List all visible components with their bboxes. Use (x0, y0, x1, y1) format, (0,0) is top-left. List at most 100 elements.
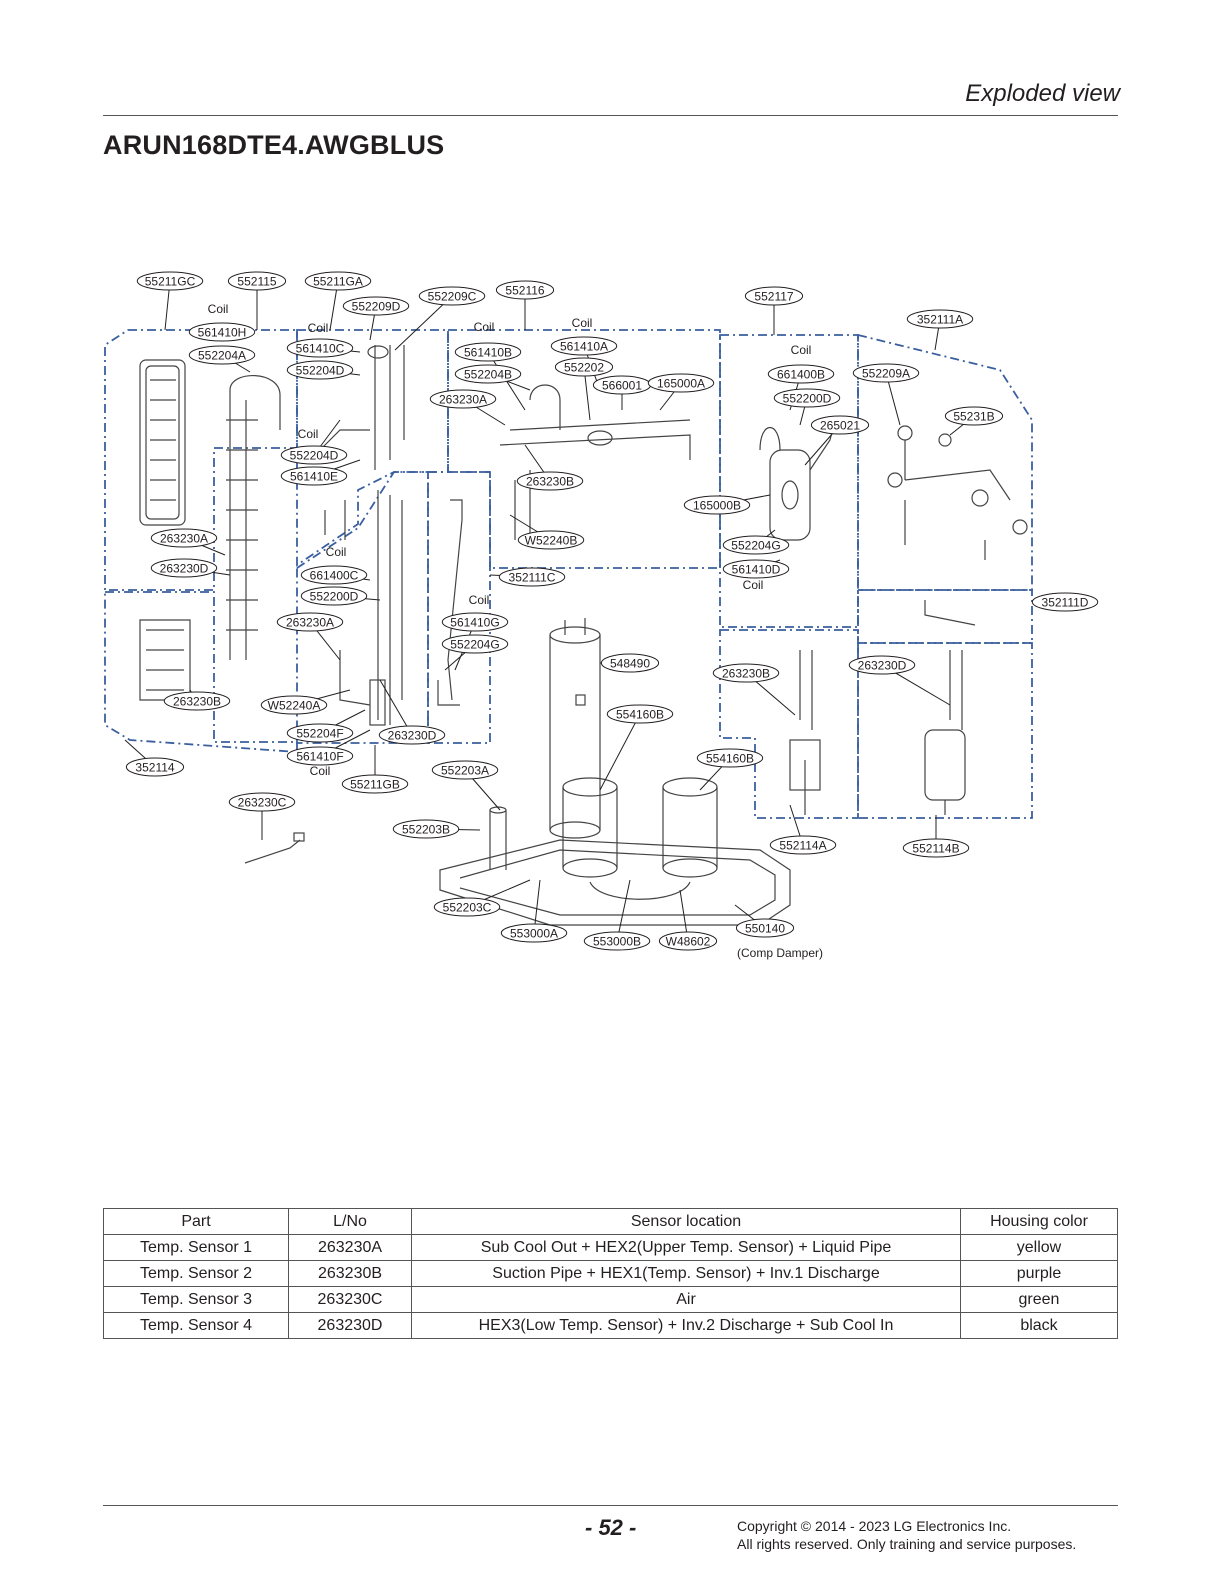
cell-part: Temp. Sensor 1 (103, 1234, 289, 1261)
callout-bubble (304, 271, 372, 291)
part-number-label: 552202 (564, 361, 604, 375)
callout-bubble (280, 466, 348, 486)
callout-bubble (431, 760, 499, 780)
part-callout: 552209D (342, 296, 410, 316)
coil-label: Coil (208, 302, 229, 316)
part-callout: 561410C (286, 338, 354, 358)
part-number-label: 554160B (706, 752, 754, 766)
pipes-column-2-lower (339, 490, 403, 726)
part-number-label: 554160B (616, 708, 664, 722)
callout-bubble (550, 336, 618, 356)
part-number-label: 55211GA (313, 275, 363, 289)
part-callout: 552204G (722, 535, 790, 555)
coil-label: Coil (474, 320, 495, 334)
callout-bubble (647, 373, 715, 393)
part-number-label: 566001 (602, 379, 642, 393)
part-callout: 552202 (554, 357, 614, 377)
coil-pipes-column-1 (226, 375, 281, 660)
region-column-3 (427, 471, 491, 744)
part-callout: 352111C (498, 567, 566, 587)
leader-line (599, 713, 641, 791)
callout-bubble (516, 471, 584, 491)
part-callout: W52240A (260, 695, 328, 715)
coil-label: Coil (743, 578, 764, 592)
table-header-row: Part L/No Sensor location Housing color (103, 1208, 1118, 1235)
region-right-lower (857, 642, 1033, 819)
part-callout: 561410F (286, 746, 354, 766)
part-callout: 552114A (769, 835, 837, 855)
callout-bubble (744, 286, 804, 306)
callout-bubble (300, 586, 368, 606)
oil-separator (489, 806, 507, 870)
comp-damper-note: (Comp Damper) (737, 946, 823, 960)
part-callout: 552116 (495, 280, 555, 300)
part-number-label: 265021 (820, 419, 860, 433)
part-number-label: 552209A (862, 367, 910, 381)
callout-bubble (163, 691, 231, 711)
part-number-label: 263230C (238, 796, 287, 810)
callout-bubble (944, 406, 1004, 426)
part-number-label: 561410B (464, 346, 512, 360)
coil-label: Coil (326, 545, 347, 559)
part-number-label: 552204D (296, 364, 345, 378)
callout-bubble (722, 559, 790, 579)
callout-bubble (722, 535, 790, 555)
callout-bubble (441, 634, 509, 654)
callout-bubble (583, 931, 651, 951)
part-number-label: 165000A (657, 377, 705, 391)
callout-bubble (848, 655, 916, 675)
cell-lno: 263230D (288, 1312, 412, 1339)
part-number-label: 661400B (777, 368, 825, 382)
subassembly-552114B (924, 650, 966, 815)
callout-bubble (300, 565, 368, 585)
region-left-coil (104, 329, 298, 591)
part-number-label: 561410H (198, 326, 247, 340)
callout-bubble (433, 897, 501, 917)
part-number-label: 552209C (428, 290, 477, 304)
part-callout: 552117 (744, 286, 804, 306)
part-callout: 552203B (392, 819, 460, 839)
part-callout: 552209A (852, 363, 920, 383)
part-callout: 552200D (300, 586, 368, 606)
part-number-label: 352114 (135, 761, 174, 775)
part-callout: 552200D (773, 388, 841, 408)
part-callout: 352111D (1031, 592, 1099, 612)
part-callout: 661400B (767, 364, 835, 384)
part-number-label: 263230B (526, 475, 574, 489)
page-title: ARUN168DTE4.AWGBLUS (103, 130, 445, 160)
callout-bubble (712, 663, 780, 683)
region-top-right-center (719, 334, 859, 628)
callout-bubble (286, 338, 354, 358)
callout-bubble (517, 530, 585, 550)
part-number-label: 550140 (745, 922, 785, 936)
part-number-label: 561410D (732, 563, 781, 577)
callout-bubble (498, 567, 566, 587)
part-callout: 550140 (735, 918, 795, 938)
part-number-label: 552204D (290, 449, 339, 463)
part-number-label: 263230D (160, 562, 209, 576)
part-number-label: 553000A (510, 927, 558, 941)
part-callout: 55211GC (136, 271, 204, 291)
part-callout: 263230B (516, 471, 584, 491)
sensor-table: Part L/No Sensor location Housing color … (103, 1208, 1118, 1339)
part-callout: 263230A (150, 528, 218, 548)
callout-bubble (606, 704, 674, 724)
part-callout: 55231B (944, 406, 1004, 426)
cell-location: Air (411, 1286, 961, 1313)
receiver-drawing (759, 419, 836, 541)
cell-lno: 263230A (288, 1234, 412, 1261)
part-number-label: 55211GB (350, 778, 400, 792)
part-callout: 552209C (418, 286, 486, 306)
part-callout: 553000B (583, 931, 651, 951)
part-callout: 552203A (431, 760, 499, 780)
callout-bubble (228, 792, 296, 812)
callout-bubble (429, 389, 497, 409)
part-callout: 352111A (906, 309, 974, 329)
callout-bubble (769, 835, 837, 855)
callout-bubble (136, 271, 204, 291)
part-callout: 661400C (300, 565, 368, 585)
cell-part: Temp. Sensor 4 (103, 1312, 289, 1339)
part-callout: 561410D (722, 559, 790, 579)
callout-bubble (810, 415, 870, 435)
table-row: Temp. Sensor 1 263230A Sub Cool Out + HE… (103, 1234, 1118, 1261)
